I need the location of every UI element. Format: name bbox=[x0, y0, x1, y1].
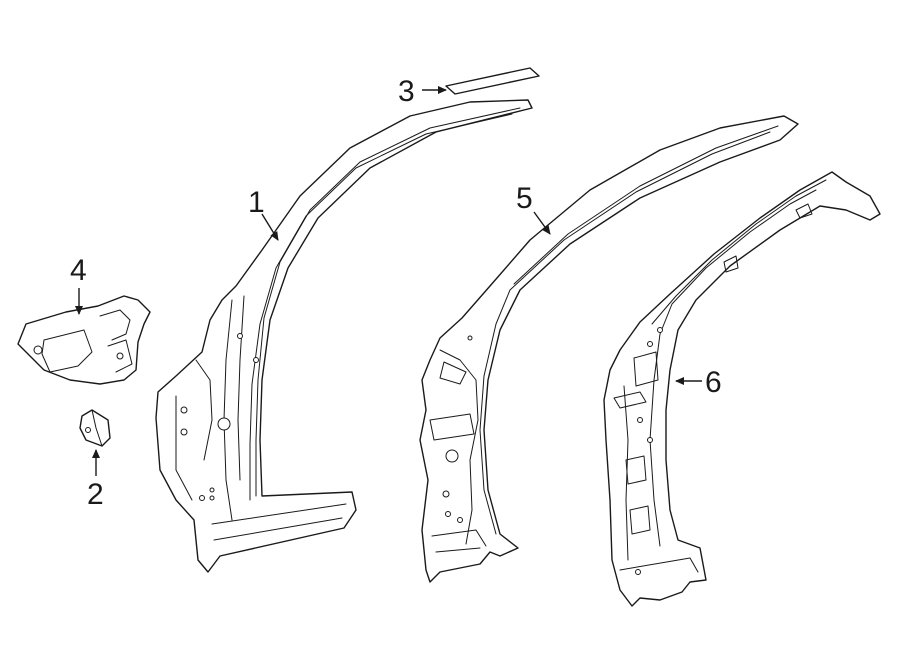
part-5-pillar-reinforcement bbox=[419, 115, 799, 583]
leader-5 bbox=[533, 211, 551, 235]
part-3-seal-strip bbox=[445, 67, 540, 95]
part-6-outer-pillar bbox=[603, 171, 881, 607]
leader-1 bbox=[261, 213, 279, 241]
part-2-clip bbox=[79, 409, 111, 447]
callout-6: 6 bbox=[705, 366, 722, 399]
callout-3: 3 bbox=[398, 75, 415, 108]
callout-2: 2 bbox=[87, 478, 104, 511]
part-1-front-pillar bbox=[155, 99, 533, 573]
callout-1: 1 bbox=[248, 186, 265, 219]
callout-4: 4 bbox=[70, 254, 87, 287]
callout-5: 5 bbox=[516, 182, 533, 215]
part-4-bracket bbox=[17, 295, 151, 385]
